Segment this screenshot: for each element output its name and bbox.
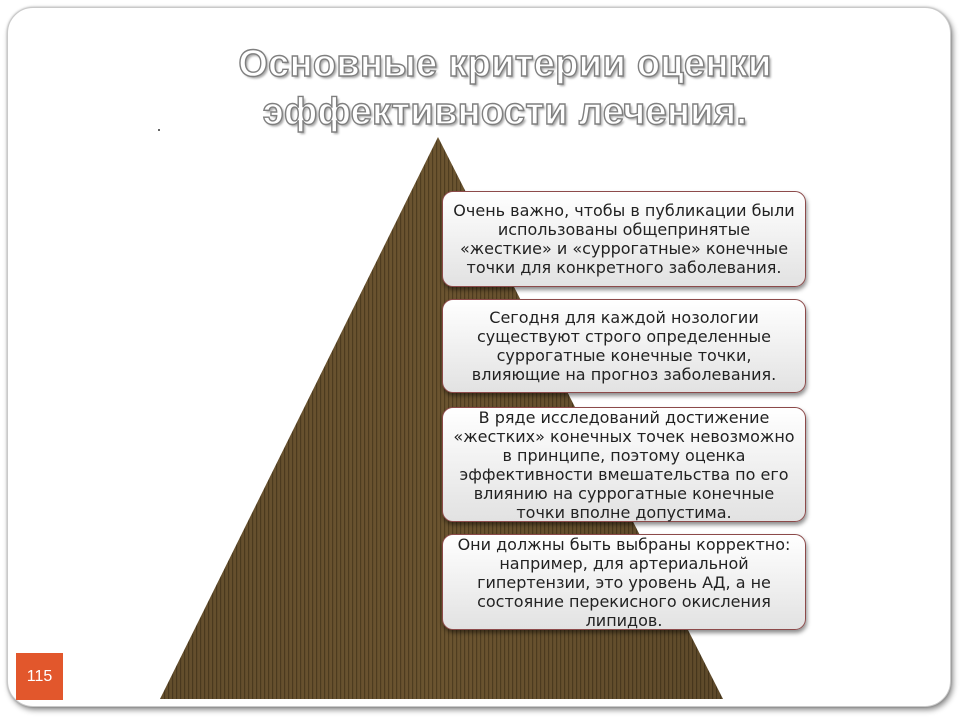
decorative-dot bbox=[158, 129, 160, 131]
callout-text: В ряде исследований достижение «жестких»… bbox=[453, 407, 795, 522]
callout-correct-selection: Они должны быть выбраны корректно: напри… bbox=[442, 534, 806, 630]
callout-text: Они должны быть выбраны корректно: напри… bbox=[457, 534, 791, 630]
page-number-badge: 115 bbox=[16, 653, 63, 700]
callout-text: Очень важно, чтобы в публикации были исп… bbox=[453, 201, 795, 277]
callout-nosology-endpoints: Сегодня для каждой нозологии существуют … bbox=[442, 299, 806, 393]
callout-hard-endpoints-impossible: В ряде исследований достижение «жестких»… bbox=[442, 407, 806, 522]
callout-hard-surrogate-endpoints: Очень важно, чтобы в публикации были исп… bbox=[442, 191, 806, 287]
callout-text: Сегодня для каждой нозологии существуют … bbox=[471, 308, 777, 384]
slide-title: Основные критерии оценки эффективности л… bbox=[238, 42, 772, 133]
